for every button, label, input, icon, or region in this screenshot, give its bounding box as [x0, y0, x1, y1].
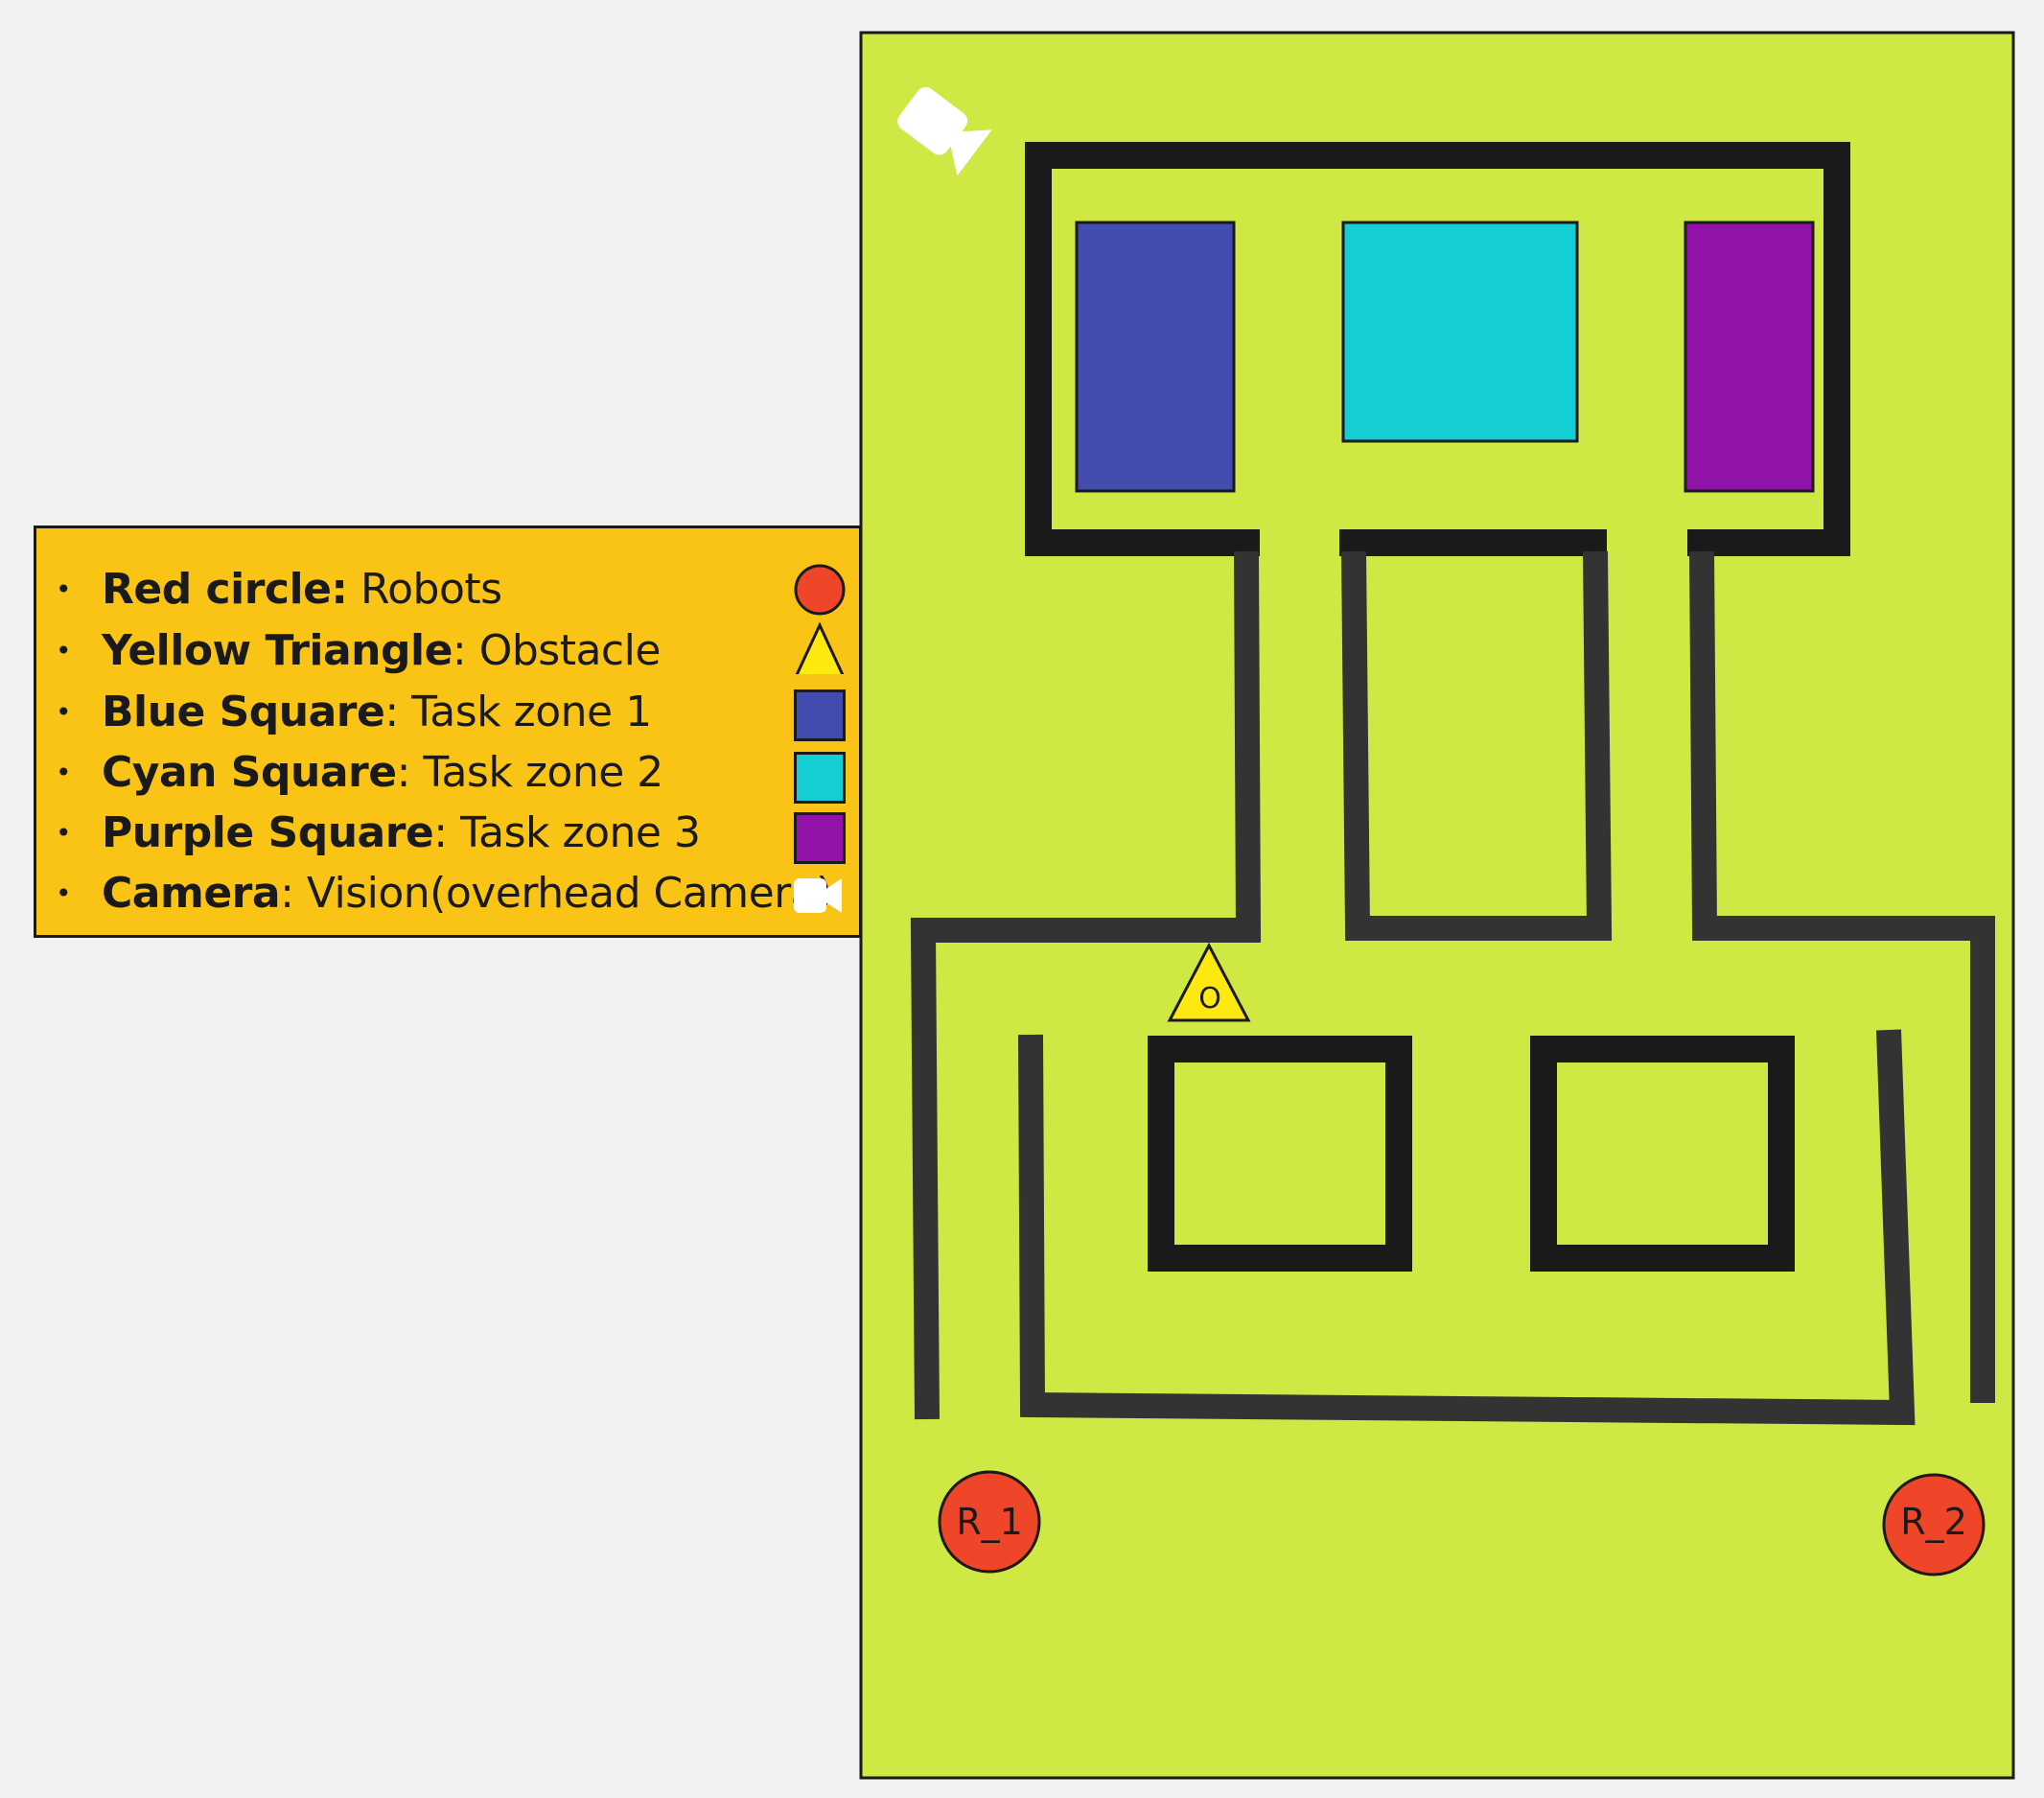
bullet-icon: • — [56, 696, 72, 728]
legend-description: Robots — [347, 565, 502, 614]
video-camera-icon — [897, 86, 992, 176]
robot-2: R_2 — [1882, 1473, 1986, 1576]
blue-square-icon — [794, 689, 846, 741]
purple-square-icon — [794, 812, 846, 864]
bullet-icon: • — [56, 817, 72, 849]
top-enclosure-wall — [1025, 142, 1850, 556]
bullet-icon: • — [56, 635, 72, 666]
legend-term: Cyan Square — [102, 748, 397, 797]
task-zone-2 — [1341, 221, 1579, 443]
legend-description: : Task zone 3 — [433, 808, 701, 857]
bullet-icon: • — [56, 573, 72, 605]
legend-description: : Obstacle — [452, 626, 662, 675]
red-circle-icon — [794, 564, 846, 616]
inner-wall-square-left — [1148, 1036, 1412, 1272]
legend-text: Yellow Triangle: Obstacle — [102, 622, 661, 680]
track-middle-loop — [1341, 550, 1613, 941]
legend-text: Camera: Vision(overhead Camera) — [102, 865, 832, 922]
legend-term: Blue Square — [102, 688, 385, 736]
video-camera-icon — [794, 878, 842, 913]
legend-item-robots: • Red circle: Robots — [36, 561, 861, 619]
legend-description: : Task zone 1 — [384, 688, 652, 736]
bullet-icon: • — [56, 877, 72, 909]
legend-item-task-zone-3: • Purple Square: Task zone 3 — [36, 805, 861, 864]
legend-item-camera: • Camera: Vision(overhead Camera) — [36, 865, 861, 922]
robot-2-label: R_2 — [1900, 1501, 1967, 1543]
legend-description: : Task zone 2 — [396, 748, 664, 797]
legend-panel: • Red circle: Robots • Yellow Triangle: … — [34, 525, 862, 938]
robot-1-circle — [938, 1470, 1041, 1574]
inner-wall-square-right — [1530, 1036, 1795, 1272]
obstacle-label: O — [1198, 982, 1221, 1016]
legend-description: : Vision(overhead Camera) — [280, 869, 832, 918]
track-right-outer — [1689, 550, 1995, 1403]
legend-item-task-zone-1: • Blue Square: Task zone 1 — [36, 684, 861, 741]
track-inner-u — [1018, 1029, 1916, 1426]
cyan-square-icon — [794, 752, 846, 804]
legend-text: Red circle: Robots — [102, 561, 502, 619]
track-left-outer — [910, 550, 1262, 1420]
robot-2-circle — [1882, 1473, 1986, 1576]
robot-1: R_1 — [938, 1470, 1041, 1574]
legend-text: Cyan Square: Task zone 2 — [102, 744, 663, 802]
legend-term: Camera — [102, 869, 281, 918]
obstacle-triangle — [1167, 942, 1251, 1022]
legend-text: Blue Square: Task zone 1 — [102, 684, 652, 741]
robot-1-label: R_1 — [956, 1501, 1023, 1543]
legend-item-obstacle: • Yellow Triangle: Obstacle — [36, 622, 861, 680]
bullet-icon: • — [56, 757, 72, 788]
legend-term: Yellow Triangle — [102, 626, 453, 675]
legend-term: Red circle: — [102, 565, 348, 614]
task-zone-1 — [1075, 221, 1236, 493]
legend-item-task-zone-2: • Cyan Square: Task zone 2 — [36, 744, 861, 804]
yellow-triangle-icon — [795, 622, 845, 674]
legend-text: Purple Square: Task zone 3 — [102, 805, 701, 862]
task-zone-3 — [1684, 221, 1815, 493]
legend-term: Purple Square — [102, 808, 434, 857]
obstacle: O — [1167, 942, 1251, 1022]
